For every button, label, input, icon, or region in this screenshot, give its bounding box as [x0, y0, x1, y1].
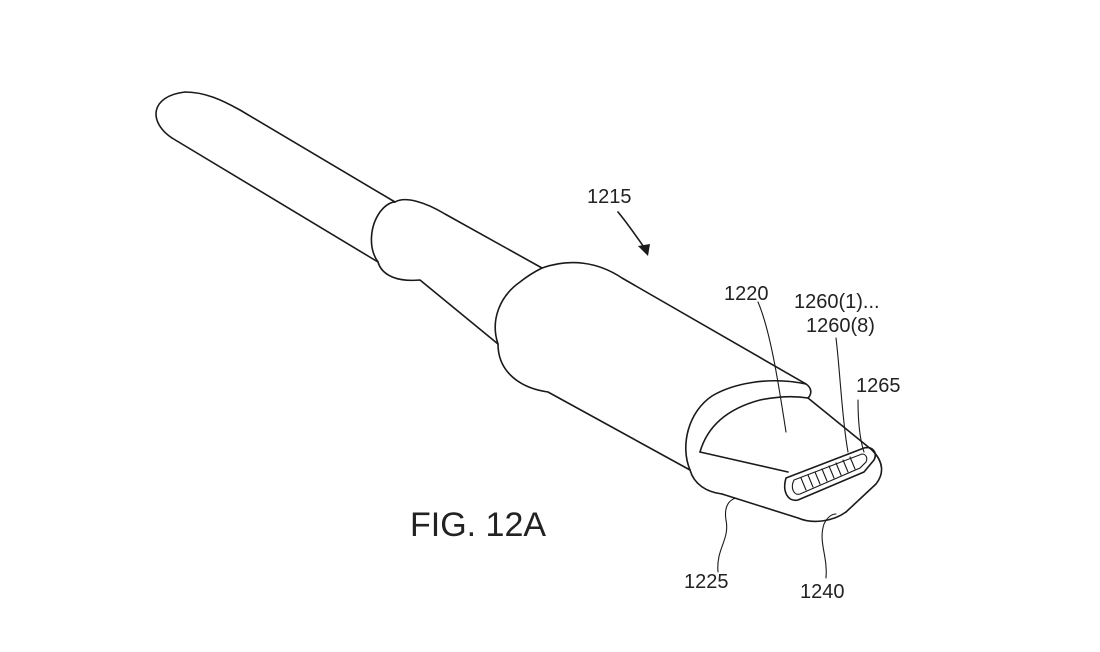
connector-tab [699, 397, 883, 523]
label-contacts-first: 1260(1)... [794, 291, 880, 313]
cable [155, 91, 396, 263]
contact-region [783, 446, 877, 502]
connector-housing [494, 261, 812, 495]
strain-relief [370, 198, 543, 345]
figure-caption: FIG. 12A [410, 506, 546, 544]
label-contacts-last: 1260(8) [806, 315, 875, 337]
contact-pins [800, 456, 856, 491]
label-tab: 1220 [724, 283, 769, 305]
leader-lines [717, 301, 865, 579]
label-body-edge: 1225 [684, 571, 729, 593]
label-contact-region: 1240 [800, 581, 845, 603]
label-connector: 1215 [587, 186, 632, 208]
arrow-icon [617, 211, 650, 256]
label-ground-ring: 1265 [856, 375, 901, 397]
